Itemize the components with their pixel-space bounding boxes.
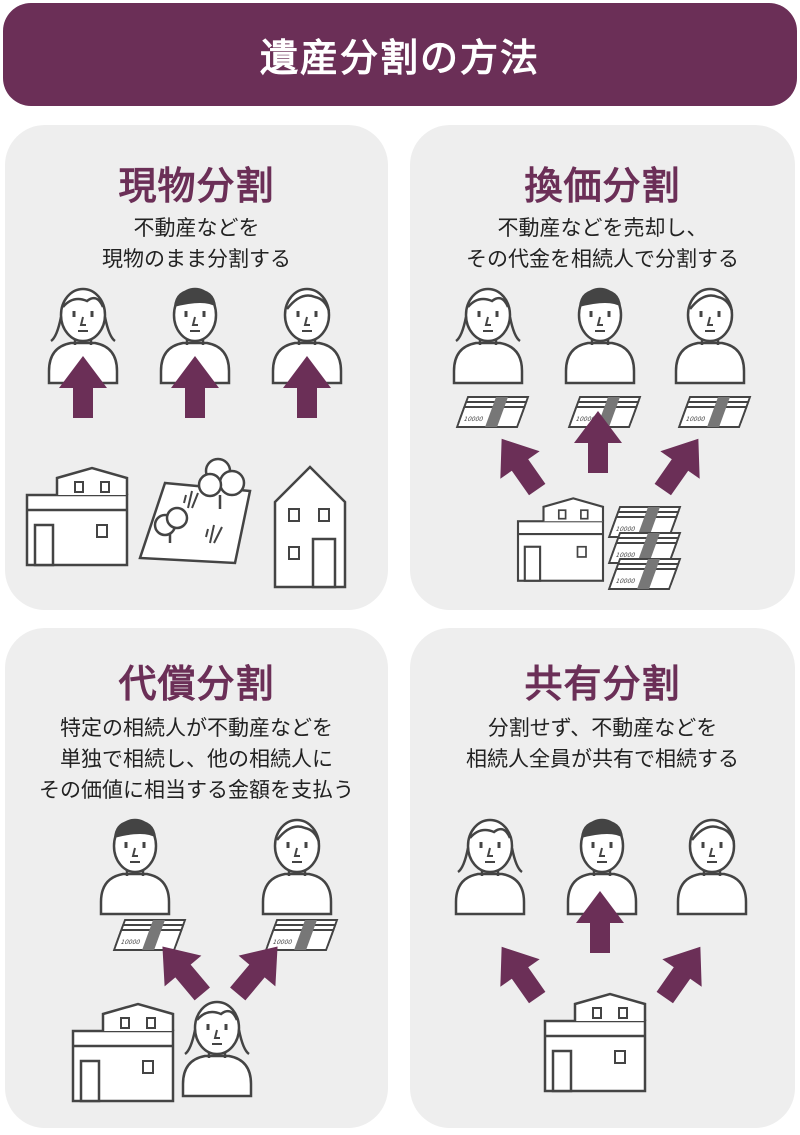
person-woman-icon	[181, 1000, 253, 1098]
money-stack-icon	[456, 396, 529, 428]
arrow-up-icon	[481, 933, 557, 1012]
money-stack-icon	[678, 396, 751, 428]
kanka-illustration	[452, 287, 751, 590]
panel-kanka: 換価分割 不動産などを売却し、 その代金を相続人で分割する	[410, 125, 795, 610]
person-woman-icon	[261, 818, 333, 916]
house-icon	[516, 497, 605, 582]
person-woman-icon	[676, 818, 748, 916]
desc-line: 分割せず、不動産などを	[487, 716, 718, 740]
person-woman-icon	[674, 287, 746, 385]
house-icon	[71, 1002, 175, 1103]
person-woman-icon	[454, 818, 526, 916]
arrow-up-icon	[645, 933, 721, 1012]
panel-genbutsu: 現物分割 不動産などを 現物のまま分割する	[5, 125, 388, 610]
panel-description: 不動産などを売却し、 その代金を相続人で分割する	[410, 213, 795, 275]
desc-line: 不動産などを	[133, 216, 260, 240]
panel-daisho: 代償分割 特定の相続人が不動産などを 単独で相続し、他の相続人に その価値に相当…	[5, 628, 388, 1128]
desc-line: その価値に相当する金額を支払う	[39, 778, 354, 802]
house-icon	[273, 465, 347, 589]
money-stack-icon	[113, 919, 186, 951]
house-icon	[25, 466, 129, 567]
panel-title: 現物分割	[118, 164, 275, 208]
panel-description: 分割せず、不動産などを 相続人全員が共有で相続する	[410, 713, 795, 775]
page-title: 遺産分割の方法	[259, 36, 540, 80]
desc-line: 現物のまま分割する	[102, 247, 291, 271]
panel-description: 特定の相続人が不動産などを 単独で相続し、他の相続人に その価値に相当する金額を…	[5, 713, 388, 806]
person-woman-icon	[452, 287, 524, 385]
panel-title: 代償分割	[118, 662, 275, 706]
kyoyu-illustration	[454, 818, 748, 1093]
desc-line: 相続人全員が共有で相続する	[466, 747, 739, 771]
house-icon	[543, 992, 647, 1093]
desc-line: その代金を相続人で分割する	[466, 247, 739, 271]
person-man-icon	[99, 818, 171, 916]
desc-line: 単独で相続し、他の相続人に	[60, 747, 333, 771]
money-stack-icon	[265, 919, 338, 951]
panel-title: 換価分割	[524, 164, 681, 208]
daisho-illustration	[71, 818, 338, 1103]
panel-kyoyu: 共有分割 分割せず、不動産などを 相続人全員が共有で相続する	[410, 628, 795, 1128]
header-banner: 遺産分割の方法	[3, 3, 797, 106]
desc-line: 不動産などを売却し、	[497, 216, 708, 240]
person-man-icon	[564, 287, 636, 385]
panel-title: 共有分割	[524, 662, 681, 706]
arrow-up-icon	[481, 425, 557, 504]
arrow-up-icon	[643, 425, 719, 504]
money-stack-icon	[608, 558, 681, 590]
genbutsu-illustration	[25, 287, 347, 589]
desc-line: 特定の相続人が不動産などを	[60, 716, 333, 740]
panel-description: 不動産などを 現物のまま分割する	[5, 213, 388, 275]
land-icon	[138, 457, 252, 565]
